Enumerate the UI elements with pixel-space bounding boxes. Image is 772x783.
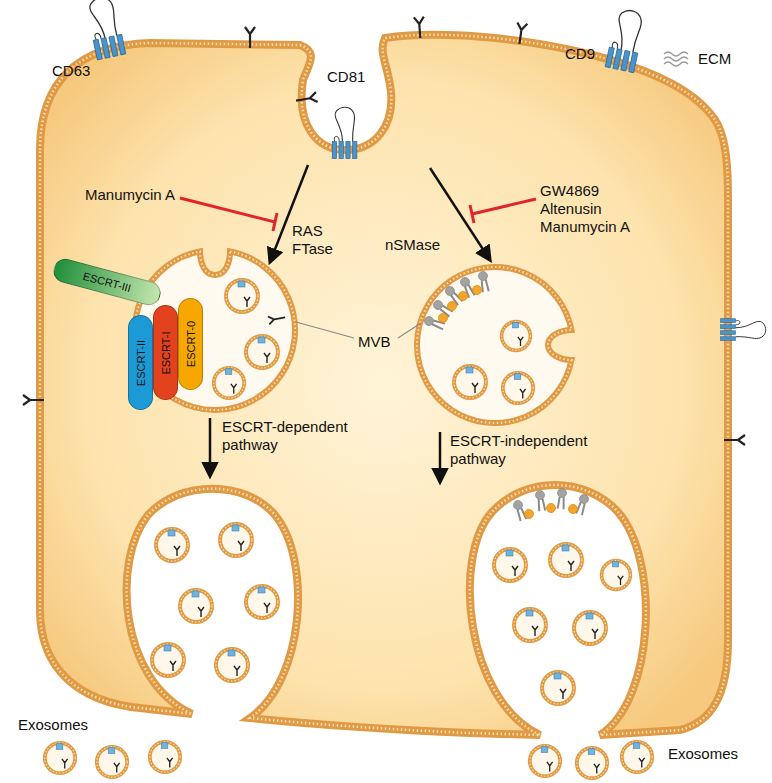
inhibition-lines (180, 198, 536, 231)
escrt-complex: ESCRT-0 (178, 298, 203, 390)
label-text: ESCRT-independent pathway (450, 432, 595, 468)
label-text: Exosomes (668, 745, 738, 763)
label-text: nSMase (385, 236, 440, 254)
pocket-contents (152, 488, 630, 704)
label-text: CD81 (327, 68, 365, 86)
label-text: CD9 (565, 45, 595, 63)
exosomes (45, 742, 652, 778)
label-text: ECM (698, 50, 731, 68)
escrt-label: ESCRT-II (135, 339, 147, 385)
cell-membrane (40, 35, 728, 735)
label-text: RAS FTase (292, 222, 338, 258)
escrt-label: ESCRT-0 (185, 321, 197, 367)
escrt-label: ESCRT-I (160, 331, 172, 374)
escrt-complex: ESCRT-I (153, 305, 178, 400)
label-text: GW4869 Altenusin Manumycin A (540, 182, 640, 236)
label-text: MVB (358, 333, 391, 351)
receptors (23, 17, 745, 445)
pathway-arrows (210, 165, 490, 482)
mvb-right (417, 267, 572, 423)
ecm-symbol (664, 52, 688, 66)
label-text: CD63 (52, 62, 90, 80)
label-text: Exosomes (18, 716, 88, 734)
escrt-complex: ESCRT-II (128, 315, 153, 410)
label-text: Manumycin A (85, 186, 175, 204)
mvb-left (135, 251, 295, 410)
label-text: ESCRT-dependent pathway (222, 418, 357, 454)
